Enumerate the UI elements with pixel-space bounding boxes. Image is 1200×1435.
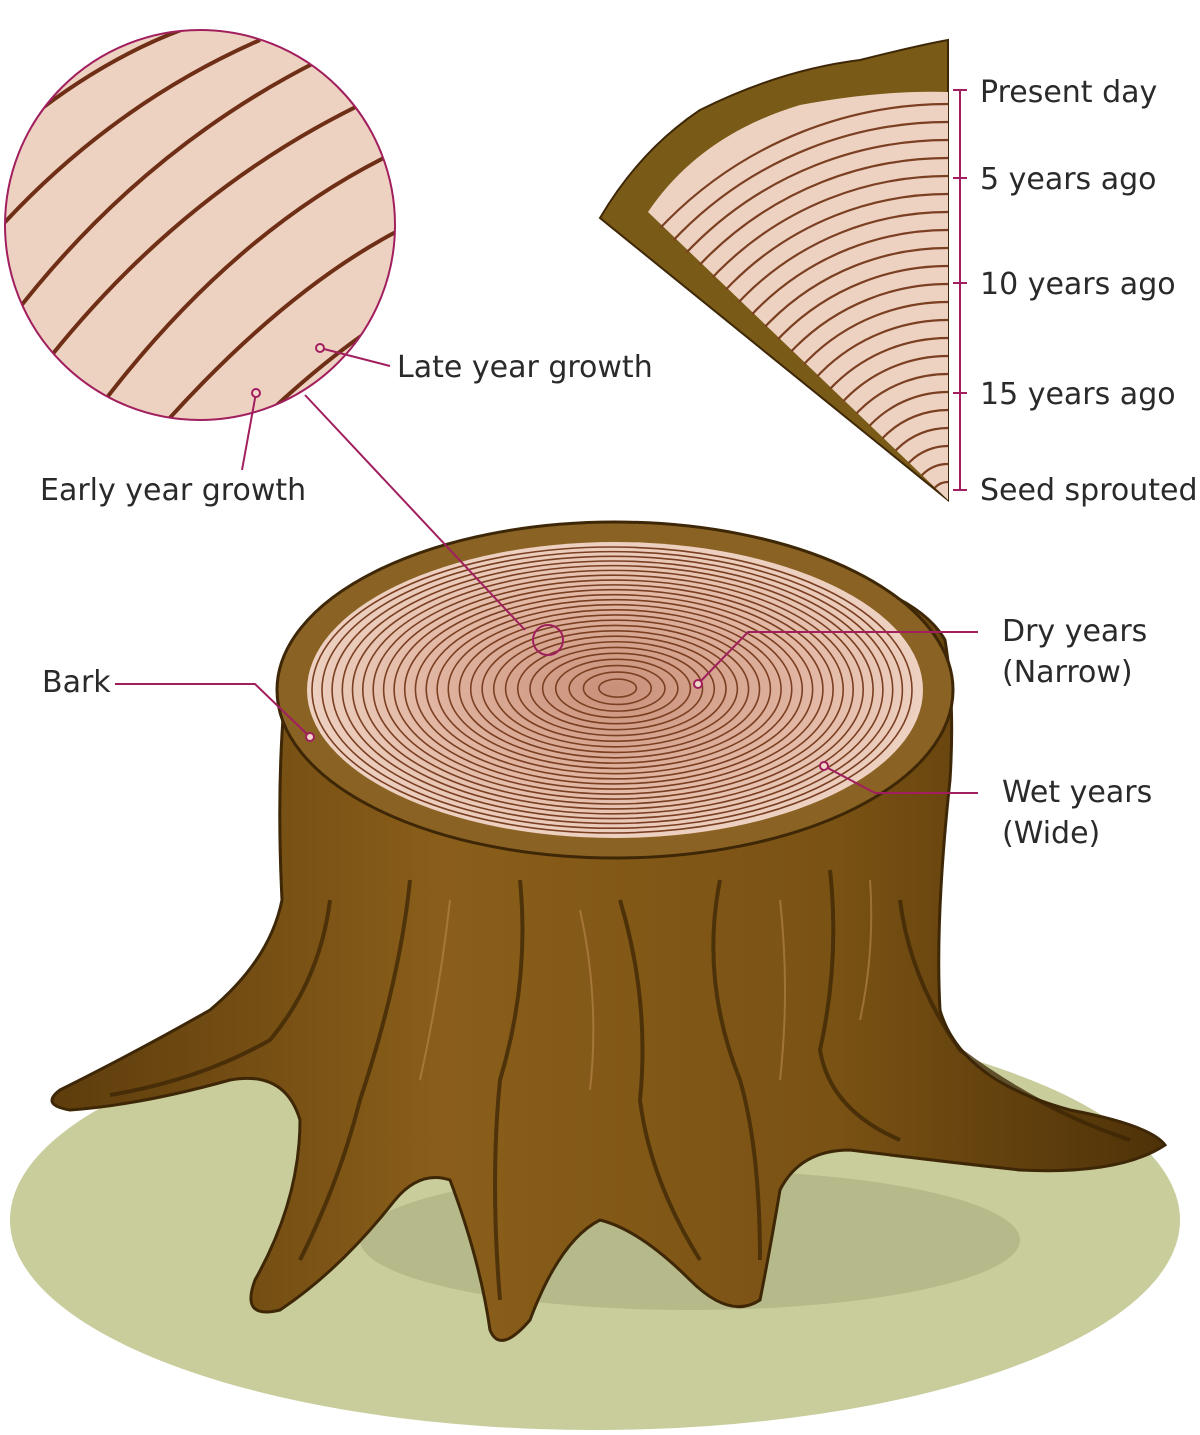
bark-grooves bbox=[109, 869, 1131, 1301]
timeline-15-years: 15 years ago bbox=[980, 377, 1176, 412]
stump-ring bbox=[504, 635, 727, 743]
bark-highlights bbox=[419, 879, 873, 1091]
timeline-present: Present day bbox=[980, 75, 1157, 110]
stump-ring bbox=[469, 619, 761, 759]
stump-ring bbox=[582, 671, 653, 706]
timeline-10-years: 10 years ago bbox=[980, 267, 1176, 302]
label-early-year-growth: Early year growth bbox=[40, 473, 306, 508]
stump-ring bbox=[598, 678, 638, 698]
label-wet-years-wide: (Wide) bbox=[1002, 816, 1100, 851]
stump-ring bbox=[361, 569, 864, 810]
stump-ring bbox=[516, 640, 716, 737]
stump-ring bbox=[414, 593, 814, 785]
timeline-axis bbox=[953, 89, 967, 491]
ring-quarter-section bbox=[598, 38, 949, 503]
stump-ring bbox=[481, 624, 750, 754]
stump-ring bbox=[568, 664, 666, 712]
stump-ring bbox=[458, 614, 772, 764]
stump-ring bbox=[554, 658, 679, 719]
label-dry-years: Dry years bbox=[1002, 614, 1147, 649]
stump-ring bbox=[382, 579, 845, 800]
stump-ring bbox=[436, 603, 793, 775]
label-late-year-growth: Late year growth bbox=[397, 350, 653, 385]
timeline-seed: Seed sprouted bbox=[980, 473, 1198, 508]
stump-ring bbox=[372, 574, 854, 805]
stump-ring bbox=[541, 652, 692, 725]
stump-zoom-circle bbox=[532, 624, 564, 656]
stump-ring bbox=[311, 546, 913, 834]
label-dry-years-narrow: (Narrow) bbox=[1002, 655, 1133, 690]
ring-magnifier-circle bbox=[4, 29, 396, 421]
label-bark: Bark bbox=[42, 665, 111, 700]
leader-lines bbox=[115, 343, 978, 794]
stump-ring bbox=[351, 564, 874, 815]
stump-rings bbox=[311, 546, 913, 834]
stump-ring bbox=[425, 598, 804, 780]
timeline-5-years: 5 years ago bbox=[980, 162, 1157, 197]
stump-ring bbox=[492, 630, 739, 748]
stump-ring bbox=[393, 584, 834, 795]
label-wet-years: Wet years bbox=[1002, 775, 1152, 810]
stump-ring bbox=[447, 609, 782, 770]
stump-ring bbox=[321, 550, 904, 830]
stump-ring bbox=[529, 646, 704, 731]
stump-ring bbox=[331, 555, 894, 825]
stump-ring bbox=[341, 560, 884, 820]
stump-ring bbox=[403, 588, 824, 790]
